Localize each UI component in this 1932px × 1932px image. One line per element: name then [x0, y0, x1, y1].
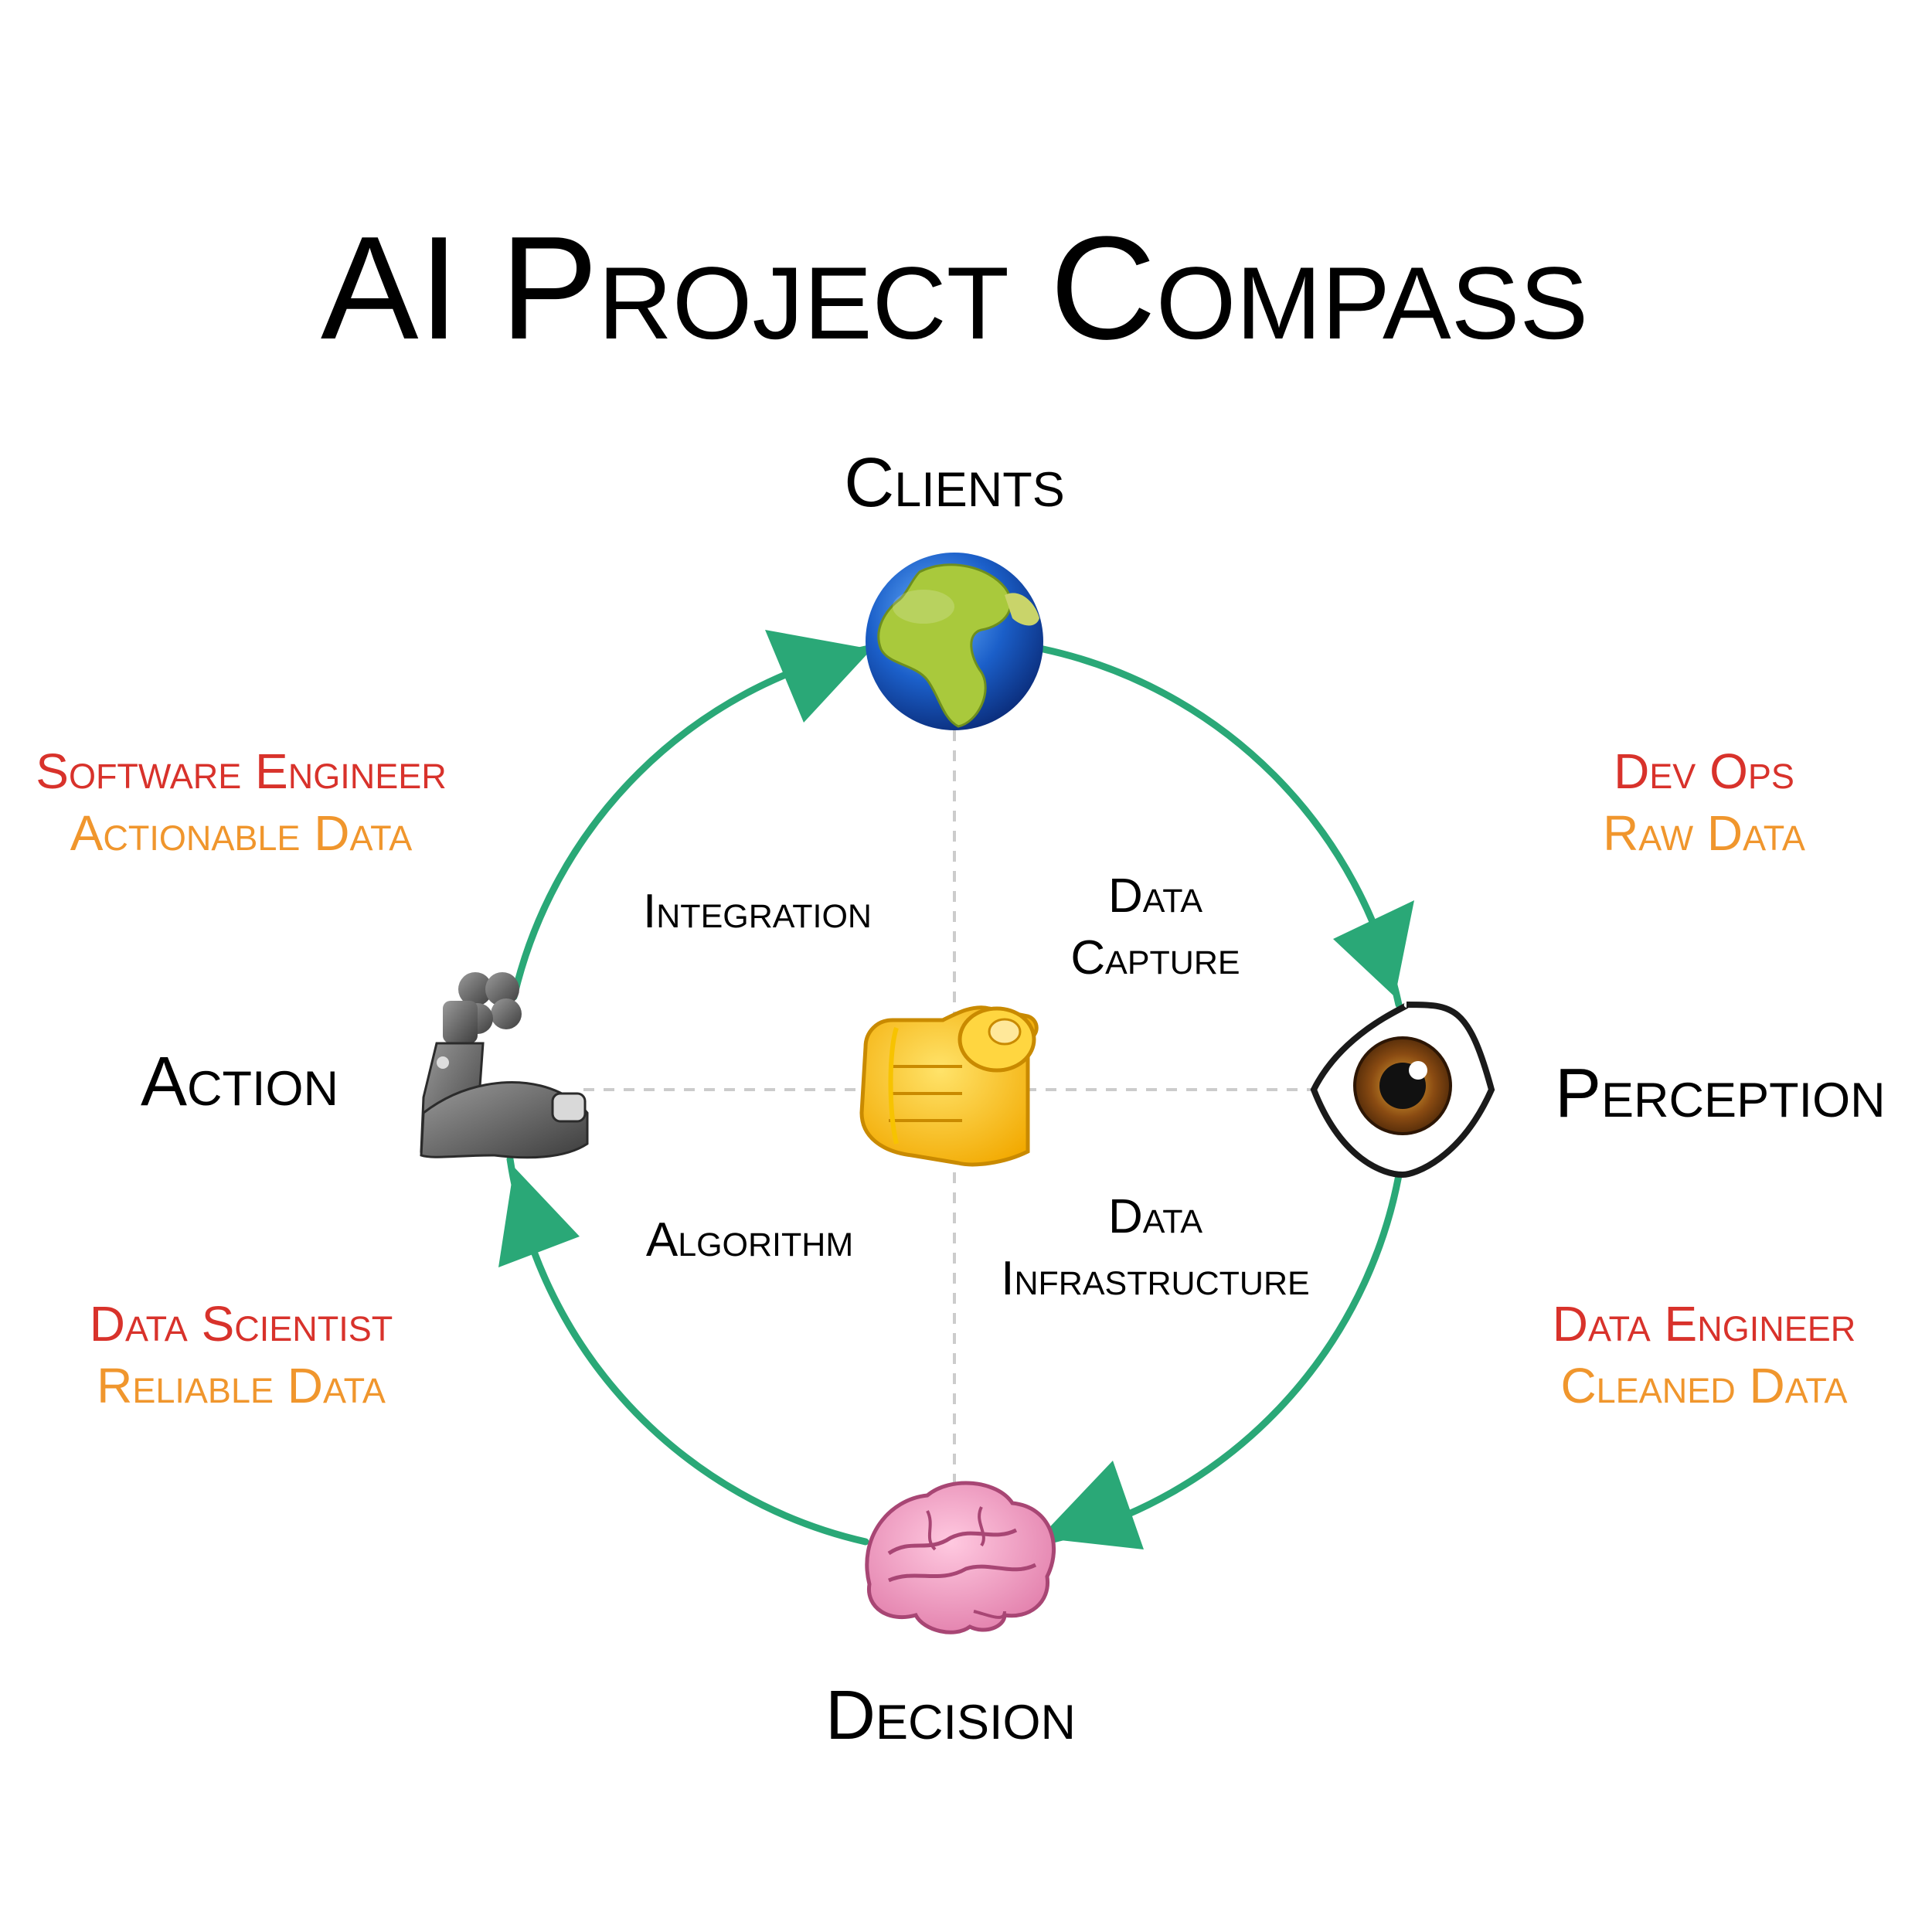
arrow-head-to-perception — [1333, 900, 1414, 997]
quadrant-integration-label: Integration — [643, 885, 872, 938]
quadrant-data-infrastructure-line1: Data — [1108, 1190, 1202, 1243]
data-actionable: Actionable Data — [70, 805, 413, 861]
quadrant-algorithm-label: Algorithm — [646, 1213, 853, 1267]
arrow-head-to-clients — [765, 630, 872, 723]
arrow-head-to-decision — [1039, 1461, 1144, 1549]
perception-label: Perception — [1555, 1055, 1886, 1132]
pointing-fist-icon — [859, 1005, 1039, 1167]
role-dev-ops: Dev Ops — [1614, 743, 1794, 799]
quadrant-data-capture-line1: Data — [1108, 869, 1202, 923]
brain-icon — [865, 1481, 1056, 1634]
eye-icon — [1310, 1002, 1495, 1179]
mechanical-arm-icon — [420, 972, 589, 1159]
data-raw: Raw Data — [1603, 805, 1805, 861]
action-label: Action — [141, 1043, 338, 1121]
clients-label: Clients — [844, 444, 1065, 522]
arrow-head-to-action — [498, 1167, 580, 1267]
data-reliable: Reliable Data — [97, 1358, 386, 1413]
page-title: AI Project Compass — [321, 206, 1588, 370]
globe-icon — [866, 553, 1043, 730]
role-data-engineer: Data Engineer — [1553, 1296, 1856, 1352]
cycle-arrows — [498, 630, 1414, 1549]
data-cleaned: Cleaned Data — [1560, 1358, 1847, 1413]
quadrant-data-capture-line2: Capture — [1070, 931, 1240, 985]
decision-label: Decision — [825, 1677, 1076, 1754]
role-data-scientist: Data Scientist — [90, 1296, 393, 1352]
quadrant-data-infrastructure-line2: Infrastructure — [1001, 1252, 1309, 1305]
role-software-engineer: Software Engineer — [36, 743, 447, 799]
